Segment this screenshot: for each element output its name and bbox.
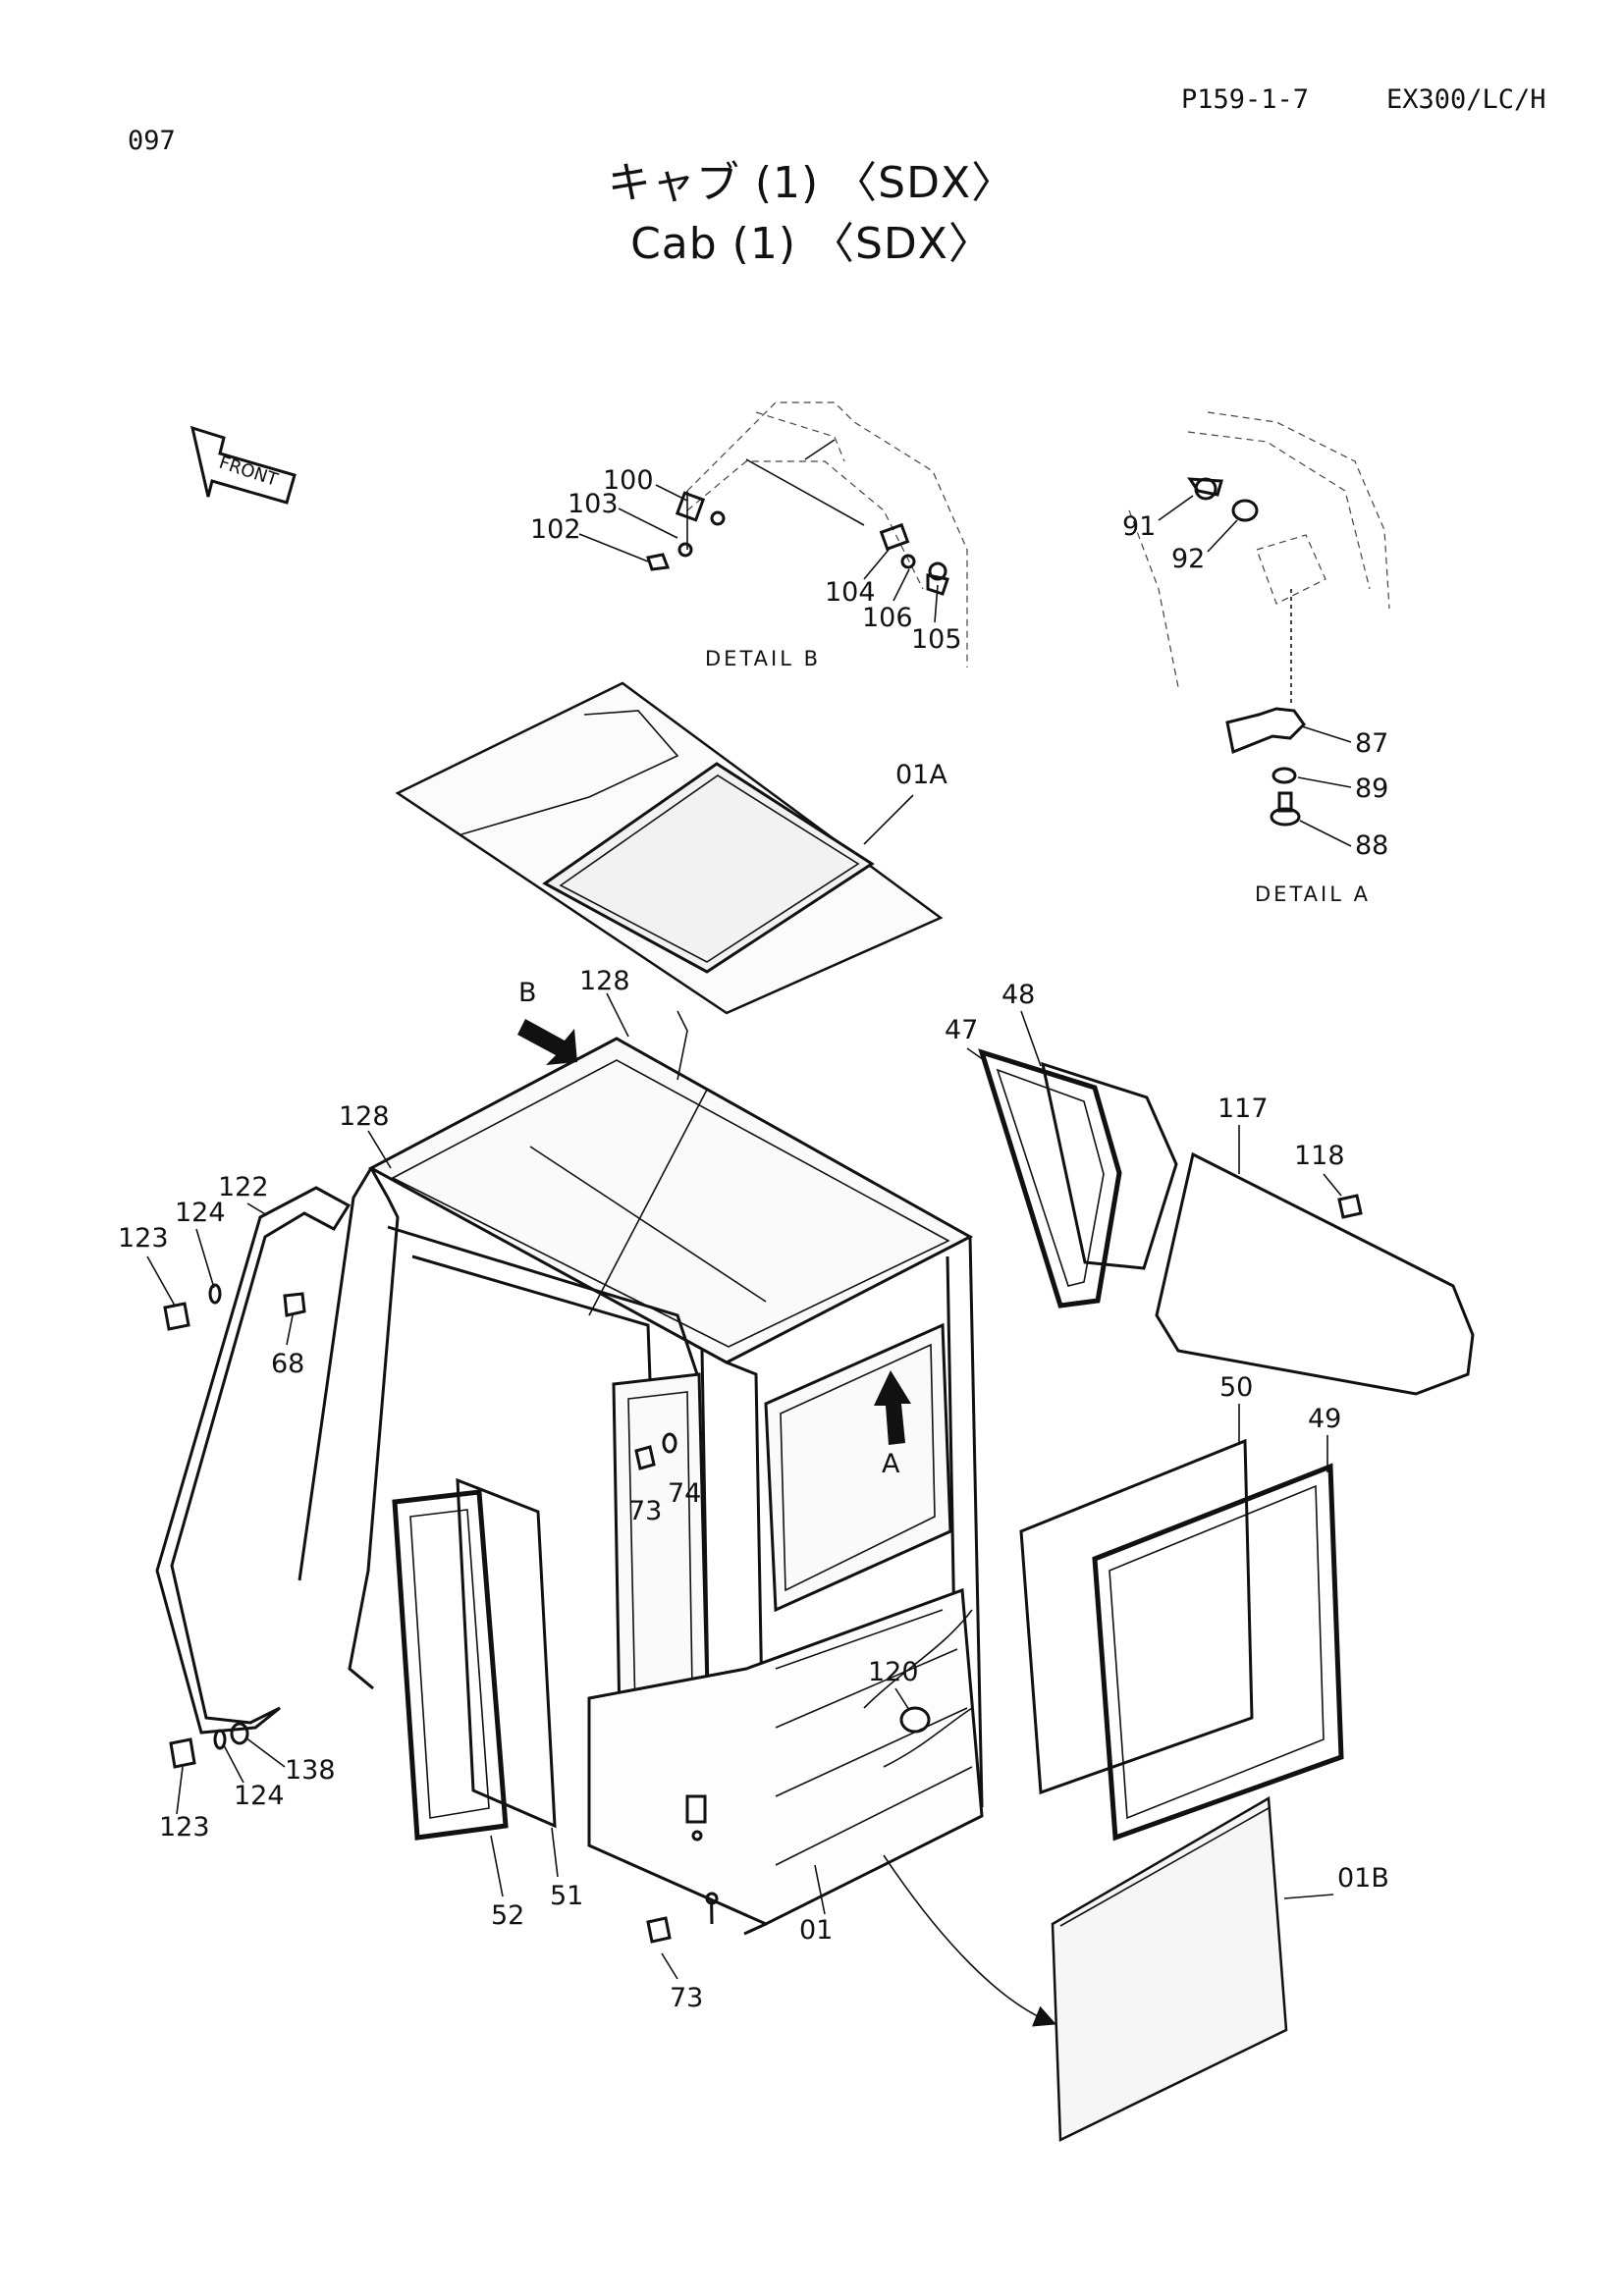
title-english: Cab (1) 〈SDX〉 bbox=[630, 219, 993, 269]
rear-upper-seal bbox=[978, 1048, 1122, 1308]
side-glass bbox=[1155, 1151, 1475, 1396]
rear-lower-seal bbox=[1092, 1463, 1344, 1842]
roof-panel bbox=[395, 681, 944, 1015]
callout-117: 117 bbox=[1217, 1094, 1269, 1124]
detail-a-illustration bbox=[1128, 411, 1390, 827]
callout-51: 51 bbox=[550, 1881, 583, 1911]
rear-upper-glass bbox=[1040, 1061, 1178, 1270]
callout-91: 91 bbox=[1122, 511, 1156, 542]
callout-123-top: 123 bbox=[118, 1223, 169, 1254]
callout-118: 118 bbox=[1294, 1141, 1345, 1171]
callout-47: 47 bbox=[945, 1015, 978, 1045]
callout-48: 48 bbox=[1001, 980, 1035, 1010]
callout-138: 138 bbox=[285, 1755, 336, 1786]
callout-104: 104 bbox=[825, 577, 876, 608]
callout-128-left: 128 bbox=[339, 1101, 390, 1132]
callout-105: 105 bbox=[911, 624, 962, 655]
grab-handle bbox=[155, 1186, 352, 1735]
callout-74: 74 bbox=[668, 1478, 701, 1509]
callout-49: 49 bbox=[1308, 1404, 1341, 1434]
callout-123-bot: 123 bbox=[159, 1812, 210, 1842]
callout-102: 102 bbox=[530, 514, 581, 545]
view-arrow-b-label: B bbox=[518, 978, 537, 1008]
view-arrow-a-icon bbox=[874, 1370, 911, 1445]
callout-92: 92 bbox=[1171, 544, 1205, 574]
callout-73-mid: 73 bbox=[628, 1496, 662, 1526]
callout-120: 120 bbox=[868, 1657, 919, 1687]
detail-b-illustration bbox=[646, 401, 968, 667]
detail-b-caption: DETAIL B bbox=[705, 647, 821, 670]
detail-a-caption: DETAIL A bbox=[1255, 882, 1371, 906]
floor-panel bbox=[1051, 1795, 1288, 2142]
title-japanese: キャブ (1) 〈SDX〉 bbox=[607, 158, 1016, 208]
view-arrow-a-label: A bbox=[882, 1449, 900, 1479]
page-code: P159-1-7 bbox=[1181, 84, 1310, 115]
callout-100: 100 bbox=[603, 465, 654, 496]
callout-01: 01 bbox=[799, 1915, 833, 1946]
front-arrow-icon: FRONT bbox=[189, 425, 297, 505]
callout-01b: 01B bbox=[1337, 1863, 1389, 1894]
left-window-glass bbox=[456, 1477, 557, 1829]
callout-88: 88 bbox=[1355, 830, 1388, 861]
callout-52: 52 bbox=[491, 1900, 524, 1931]
callout-50: 50 bbox=[1219, 1372, 1253, 1403]
callout-89: 89 bbox=[1355, 774, 1388, 804]
callout-124-bot: 124 bbox=[234, 1781, 285, 1811]
callout-68: 68 bbox=[271, 1349, 304, 1379]
callout-128-top: 128 bbox=[579, 966, 630, 996]
callout-106: 106 bbox=[862, 603, 913, 633]
rear-lower-glass bbox=[1019, 1438, 1254, 1795]
cab-frame bbox=[298, 1010, 984, 1936]
callout-122: 122 bbox=[218, 1172, 269, 1202]
view-arrow-b-icon bbox=[517, 1019, 577, 1065]
model-code: EX300/LC/H bbox=[1386, 84, 1546, 115]
callout-124-top: 124 bbox=[175, 1198, 226, 1228]
callout-87: 87 bbox=[1355, 728, 1388, 759]
clip-118-icon bbox=[1337, 1194, 1363, 1219]
callout-103: 103 bbox=[568, 489, 619, 519]
callout-73-bot: 73 bbox=[670, 1983, 703, 2013]
page-number: 097 bbox=[128, 126, 176, 156]
left-window-seal bbox=[392, 1489, 509, 1841]
callout-01a: 01A bbox=[895, 760, 947, 790]
